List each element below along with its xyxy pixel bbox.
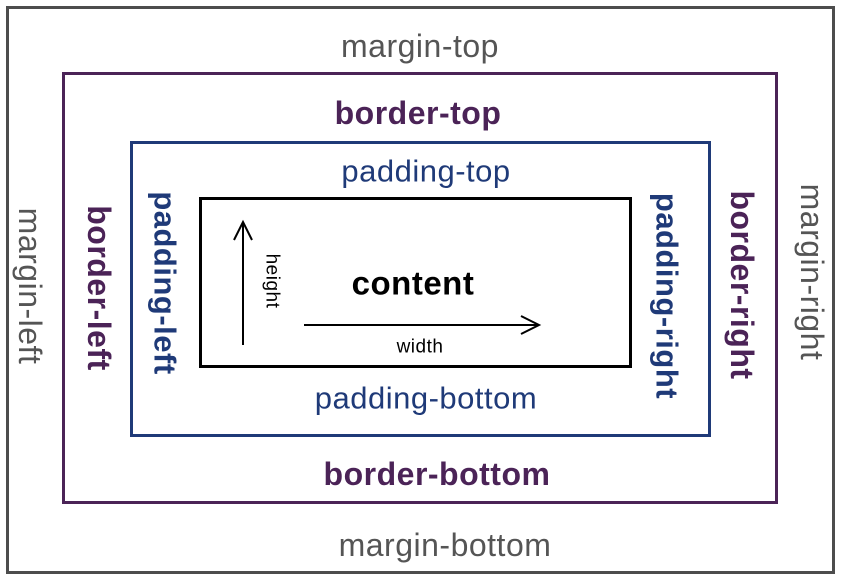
margin-bottom-label: margin-bottom [338, 527, 552, 563]
border-left-label: border-left [81, 205, 117, 371]
padding-left-label: padding-left [147, 191, 183, 375]
content-box [199, 197, 632, 368]
margin-left-label: margin-left [12, 207, 48, 365]
border-top-label: border-top [334, 95, 502, 131]
width-label: width [396, 336, 444, 358]
height-label: height [261, 253, 283, 309]
padding-right-label: padding-right [649, 192, 685, 400]
border-box [62, 72, 778, 504]
margin-box [6, 6, 835, 574]
padding-box [130, 141, 711, 437]
border-right-label: border-right [724, 190, 760, 380]
margin-right-label: margin-right [794, 183, 830, 361]
border-bottom-label: border-bottom [323, 456, 551, 492]
padding-top-label: padding-top [341, 153, 511, 189]
padding-bottom-label: padding-bottom [314, 380, 538, 416]
margin-top-label: margin-top [341, 28, 499, 64]
content-label: content [351, 264, 475, 302]
